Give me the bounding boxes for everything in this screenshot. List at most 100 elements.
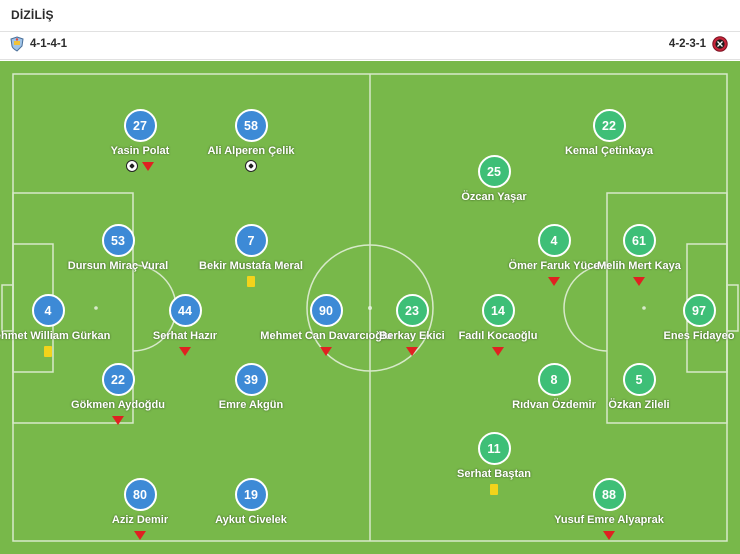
player-name: Aykut Civelek — [215, 514, 287, 526]
yellow-card-icon — [44, 345, 52, 357]
player-number: 14 — [481, 294, 515, 327]
home-formation-label: 4-1-4-1 — [30, 38, 68, 50]
player-events — [406, 344, 418, 358]
player-events — [548, 274, 560, 288]
player-events — [320, 344, 332, 358]
player-events — [112, 413, 124, 427]
home-player-4[interactable]: 4Mehmet William Gürkan — [0, 294, 111, 358]
substitution-arrow-icon — [142, 161, 154, 171]
player-name: Serhat Baştan — [457, 468, 531, 480]
substitution-arrow-icon — [603, 530, 615, 540]
player-name: Aziz Demir — [111, 514, 169, 526]
yellow-card-icon — [247, 275, 255, 287]
divider — [0, 31, 740, 32]
player-name: Emre Akgün — [218, 399, 284, 411]
player-name: Bekir Mustafa Meral — [199, 260, 303, 272]
player-events — [603, 528, 615, 542]
substitution-arrow-icon — [112, 415, 124, 425]
player-events — [126, 159, 154, 173]
player-number: 27 — [123, 109, 157, 142]
player-name: Yasin Polat — [110, 145, 170, 157]
player-number: 97 — [682, 294, 716, 327]
player-name: Yusuf Emre Alyaprak — [554, 514, 664, 526]
divider — [0, 59, 740, 60]
player-number: 19 — [234, 478, 268, 511]
player-name: Kemal Çetinkaya — [564, 145, 654, 157]
player-number: 11 — [477, 432, 511, 465]
player-number: 25 — [477, 155, 511, 188]
player-name: Dursun Miraç Vural — [67, 260, 169, 272]
yellow-card-icon — [490, 483, 498, 495]
player-name: Ömer Faruk Yüce — [508, 260, 600, 272]
player-number: 44 — [168, 294, 202, 327]
football-icon — [245, 160, 257, 172]
player-number: 80 — [123, 478, 157, 511]
player-number: 22 — [592, 109, 626, 142]
player-events — [492, 344, 504, 358]
player-name: Gökmen Aydoğdu — [71, 399, 165, 411]
player-events — [44, 344, 52, 358]
home-team-crest-icon[interactable] — [10, 36, 24, 52]
player-name: Rıdvan Özdemir — [512, 399, 596, 411]
away-formation: 4-2-3-1 — [669, 36, 728, 52]
player-number: 7 — [234, 224, 268, 257]
player-number: 8 — [537, 363, 571, 396]
player-name: Enes Fidayeo — [663, 330, 735, 342]
player-events — [245, 159, 257, 173]
player-number: 5 — [622, 363, 656, 396]
player-number: 4 — [537, 224, 571, 257]
football-icon — [126, 160, 138, 172]
home-formation: 4-1-4-1 — [10, 36, 67, 52]
player-events — [490, 482, 498, 496]
away-formation-label: 4-2-3-1 — [668, 38, 706, 50]
player-number: 88 — [592, 478, 626, 511]
substitution-arrow-icon — [633, 276, 645, 286]
player-name: Özcan Yaşar — [461, 191, 527, 203]
player-number: 4 — [31, 294, 65, 327]
player-name: Melih Mert Kaya — [597, 260, 681, 272]
player-number: 23 — [395, 294, 429, 327]
player-name: Mehmet William Gürkan — [0, 330, 111, 342]
substitution-arrow-icon — [548, 276, 560, 286]
player-name: Serhat Hazır — [152, 330, 218, 342]
player-name: Berkay Ekici — [379, 330, 445, 342]
substitution-arrow-icon — [179, 346, 191, 356]
player-number: 90 — [309, 294, 343, 327]
substitution-arrow-icon — [320, 346, 332, 356]
player-events — [179, 344, 191, 358]
player-events — [633, 274, 645, 288]
player-name: Ali Alperen Çelik — [207, 145, 295, 157]
substitution-arrow-icon — [406, 346, 418, 356]
player-number: 22 — [101, 363, 135, 396]
substitution-arrow-icon — [492, 346, 504, 356]
lineup-section-title: DİZİLİŞ — [11, 8, 54, 22]
player-number: 61 — [622, 224, 656, 257]
player-name: Mehmet Can Davarcıoğlu — [260, 330, 392, 342]
player-number: 58 — [234, 109, 268, 142]
player-events — [134, 528, 146, 542]
away-team-crest-icon[interactable] — [712, 36, 728, 52]
player-number: 53 — [101, 224, 135, 257]
